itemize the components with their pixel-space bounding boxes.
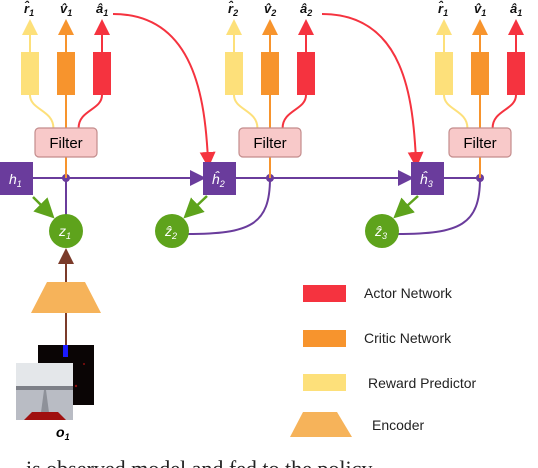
h3-to-z3-arrow	[393, 195, 419, 219]
legend-reward-label: Reward Predictor	[368, 375, 476, 391]
actor-output-label-2: â2	[300, 1, 312, 18]
h2-to-z2-arrow	[183, 195, 208, 219]
latent-z2-base: ẑ	[164, 223, 172, 239]
latent-z3-base: ẑ	[374, 223, 382, 239]
state-h1-base: h	[9, 171, 17, 187]
legend-reward-swatch	[303, 374, 346, 391]
latent-z1-sub: 1	[66, 231, 71, 241]
legend-critic-swatch	[303, 330, 346, 347]
legend-critic-label: Critic Network	[364, 330, 452, 346]
actor-output-label-3: â1	[510, 1, 522, 18]
actor-branch-2	[281, 94, 307, 129]
state-h2-sub: 2	[219, 179, 225, 189]
actor-output-subscript-1: 1	[103, 8, 108, 18]
reward-head-2	[225, 52, 243, 95]
critic-output-symbol-1: v̂	[60, 1, 68, 16]
critic-output-symbol-2: v̂	[264, 1, 272, 16]
critic-head-1	[57, 52, 75, 95]
state-h1-sub: 1	[17, 179, 22, 189]
svg-text:ẑ2: ẑ2	[164, 223, 177, 241]
legend-actor-label: Actor Network	[364, 285, 453, 301]
reward-branch-2	[233, 94, 259, 129]
reward-output-subscript-1: 1	[29, 8, 34, 18]
observation-base: o	[56, 424, 65, 440]
critic-output-subscript-1: 1	[67, 8, 72, 18]
filter-box-2: Filter	[238, 127, 302, 158]
reward-output-label-2: r̂2	[228, 1, 238, 18]
actor-head-1	[93, 52, 111, 95]
reward-branch-3	[443, 94, 469, 129]
reward-output-label-3: r̂1	[438, 1, 448, 18]
state-h2: ĥ2	[203, 162, 236, 195]
critic-head-3	[471, 52, 489, 95]
actor-output-symbol-3: â	[510, 1, 517, 16]
critic-output-label-3: v̂1	[474, 1, 486, 18]
critic-output-subscript-2: 2	[270, 8, 276, 18]
filter-label-1: Filter	[49, 135, 82, 152]
critic-output-subscript-3: 1	[481, 8, 486, 18]
state-h3: ĥ3	[411, 162, 444, 195]
state-h3-base: ĥ	[420, 170, 428, 187]
actor-head-2	[297, 52, 315, 95]
filter-box-1: Filter	[34, 127, 98, 158]
actor-branch-1	[77, 94, 103, 129]
state-h3-sub: 3	[428, 179, 433, 189]
svg-text:ẑ3: ẑ3	[374, 223, 387, 241]
reward-output-subscript-3: 1	[443, 8, 448, 18]
reward-output-symbol-3: r̂	[438, 1, 444, 16]
latent-z2-sub: 2	[171, 231, 177, 241]
action2-to-h3-curve	[321, 13, 424, 168]
critic-output-label-2: v̂2	[264, 1, 276, 18]
filter-label-3: Filter	[463, 135, 496, 152]
reward-head-3	[435, 52, 453, 95]
actor-branch-3	[491, 94, 517, 129]
reward-branch-1	[29, 94, 55, 129]
z3-to-junction-curve	[396, 177, 481, 235]
latent-z3-sub: 3	[382, 231, 387, 241]
latent-z1: z1	[49, 214, 83, 248]
legend-actor-swatch	[303, 285, 346, 302]
svg-text:ĥ3: ĥ3	[420, 170, 433, 189]
actor-output-subscript-2: 2	[306, 8, 312, 18]
actor-output-symbol-2: â	[300, 1, 307, 16]
action1-to-h2-curve	[112, 13, 216, 168]
filter-box-3: Filter	[448, 127, 512, 158]
reward-output-subscript-2: 2	[232, 8, 238, 18]
footer-text: is observed model and fed to the policy	[26, 456, 372, 468]
svg-text:h1: h1	[9, 171, 22, 189]
latent-z3: ẑ3	[365, 214, 399, 248]
reward-head-1	[21, 52, 39, 95]
encoder-trapezoid	[31, 282, 101, 313]
legend-encoder-label: Encoder	[372, 417, 424, 433]
z2-to-junction-curve	[186, 177, 271, 235]
svg-text:o1: o1	[56, 424, 70, 442]
state-h2-base: ĥ	[212, 170, 220, 187]
h1-to-z1-arrow	[32, 196, 55, 219]
actor-head-3	[507, 52, 525, 95]
critic-head-2	[261, 52, 279, 95]
reward-output-symbol-2: r̂	[228, 1, 234, 16]
critic-output-label-1: v̂1	[60, 1, 72, 18]
observation-sub: 1	[65, 432, 70, 442]
state-h1: h1	[0, 162, 33, 195]
svg-text:z1: z1	[58, 223, 71, 241]
observation-image	[16, 345, 94, 420]
legend: Actor Network Critic Network Reward Pred…	[290, 285, 476, 437]
latent-z2: ẑ2	[155, 214, 189, 248]
critic-output-symbol-3: v̂	[474, 1, 482, 16]
actor-output-label-1: â1	[96, 1, 108, 18]
reward-output-symbol-1: r̂	[24, 1, 30, 16]
filter-label-2: Filter	[253, 135, 286, 152]
latent-z1-base: z	[58, 223, 66, 239]
actor-output-symbol-1: â	[96, 1, 103, 16]
legend-encoder-trapezoid	[290, 412, 352, 437]
svg-text:ĥ2: ĥ2	[212, 170, 225, 189]
actor-output-subscript-3: 1	[517, 8, 522, 18]
reward-output-label-1: r̂1	[24, 1, 34, 18]
